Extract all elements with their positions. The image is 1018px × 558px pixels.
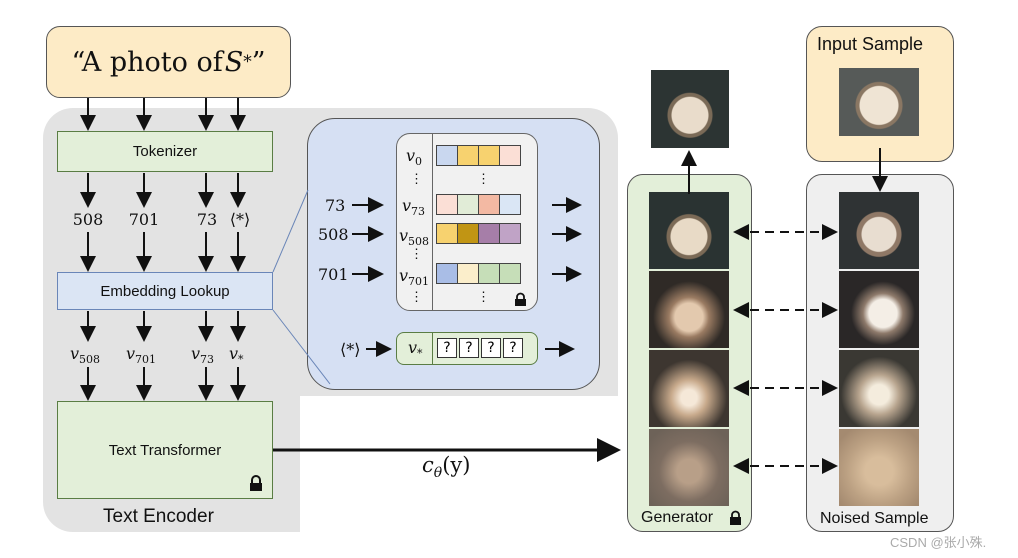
lookup-input-701: 701 bbox=[318, 265, 349, 284]
text-encoder-label: Text Encoder bbox=[103, 506, 214, 527]
lookup-input-508: 508 bbox=[318, 225, 349, 244]
cell bbox=[499, 194, 521, 215]
token-508: 508 bbox=[72, 210, 104, 229]
lock-icon bbox=[250, 475, 262, 491]
prompt-box: “A photo of S*” bbox=[46, 26, 291, 98]
embedding-lookup-label: Embedding Lookup bbox=[100, 282, 230, 300]
cell bbox=[499, 145, 521, 166]
tokenizer-box: Tokenizer bbox=[57, 131, 273, 172]
clock-image-input bbox=[839, 68, 919, 136]
conditioning-label: cθ(y) bbox=[422, 453, 471, 482]
cell bbox=[499, 223, 521, 244]
cell bbox=[499, 263, 521, 284]
unknown-cell: ? bbox=[481, 338, 501, 358]
encoder-notch bbox=[300, 396, 630, 536]
unknown-cell: ? bbox=[503, 338, 523, 358]
tokenizer-label: Tokenizer bbox=[132, 143, 198, 160]
dots-right-3: ⋮ bbox=[477, 290, 490, 305]
row-v701: v701 bbox=[399, 266, 430, 289]
prompt-symbol: S bbox=[224, 46, 244, 78]
embedding-lookup-box: Embedding Lookup bbox=[57, 272, 273, 310]
clock-image-gen-4 bbox=[649, 429, 729, 506]
clock-image-noised-3 bbox=[839, 350, 919, 427]
token-701: 701 bbox=[128, 210, 160, 229]
lock-icon bbox=[730, 510, 741, 525]
dots-left-1: ⋮ bbox=[410, 172, 423, 187]
noised-sample-label: Noised Sample bbox=[820, 510, 929, 527]
generator-label: Generator bbox=[641, 509, 714, 526]
arrow-icon bbox=[733, 224, 838, 474]
clock-image-gen-2 bbox=[649, 271, 729, 348]
clock-image-noised-4 bbox=[839, 429, 919, 506]
dots-left-3: ⋮ bbox=[410, 290, 423, 305]
embedding-vstar: v* bbox=[229, 344, 244, 367]
clock-image-noised-1 bbox=[839, 192, 919, 269]
clock-image-gen-1 bbox=[649, 192, 729, 269]
embedding-v508: v508 bbox=[70, 344, 101, 367]
dots-left-2: ⋮ bbox=[410, 247, 423, 262]
lookup-input-73: 73 bbox=[325, 196, 346, 215]
vstar-label: v* bbox=[408, 338, 423, 361]
dots-right-1: ⋮ bbox=[477, 172, 490, 187]
clock-image-noised-2 bbox=[839, 271, 919, 348]
vstar-divider bbox=[432, 333, 433, 364]
row-v508: v508 bbox=[399, 226, 430, 249]
token-73: 73 bbox=[196, 210, 218, 229]
embedding-v73: v73 bbox=[191, 344, 215, 367]
arrow-icon bbox=[80, 98, 888, 401]
clock-image-output bbox=[651, 70, 729, 148]
unknown-cell: ? bbox=[459, 338, 479, 358]
input-sample-label: Input Sample bbox=[817, 34, 924, 54]
text-transformer-label: Text Transformer bbox=[108, 441, 222, 459]
text-transformer-box: Text Transformer bbox=[57, 401, 273, 499]
clock-image-gen-3 bbox=[649, 350, 729, 427]
prompt-subscript: * bbox=[243, 52, 252, 72]
prompt-close: ” bbox=[251, 46, 266, 78]
token-star: ⟨*⟩ bbox=[229, 210, 251, 229]
row-v73: v73 bbox=[402, 196, 426, 219]
unknown-cell: ? bbox=[437, 338, 457, 358]
embedding-v701: v701 bbox=[126, 344, 157, 367]
lock-icon bbox=[515, 292, 526, 306]
row-v0: v0 bbox=[406, 146, 423, 169]
watermark: CSDN @张小殊. bbox=[890, 535, 987, 550]
lookup-input-star: ⟨*⟩ bbox=[340, 340, 361, 359]
table-divider bbox=[432, 134, 433, 310]
prompt-text: “A photo of bbox=[71, 46, 223, 78]
